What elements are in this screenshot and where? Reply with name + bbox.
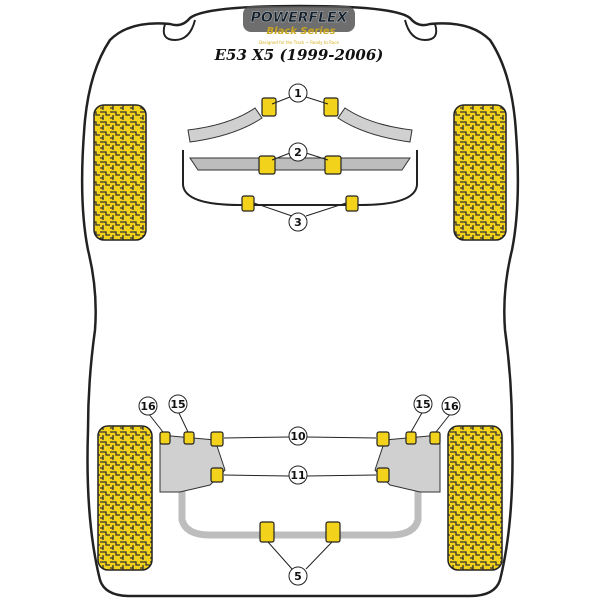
leader-lines — [147, 96, 452, 570]
svg-text:16: 16 — [443, 400, 459, 413]
callout-15-left: 15 — [168, 394, 188, 414]
front-left-tyre — [93, 104, 147, 241]
logo-brand: POWERFLEX — [251, 10, 349, 26]
rear-right-tyre — [447, 425, 503, 571]
rear-left-tyre — [97, 425, 153, 571]
page-title: E53 X5 (1999-2006) — [214, 46, 384, 64]
svg-text:15: 15 — [415, 398, 430, 411]
bush-3-right — [345, 195, 359, 212]
svg-text:10: 10 — [290, 430, 306, 443]
callout-15-right: 15 — [413, 394, 433, 414]
svg-text:11: 11 — [290, 469, 305, 482]
bushes — [159, 97, 441, 543]
callout-2: 2 — [288, 142, 308, 162]
svg-text:2: 2 — [294, 146, 302, 159]
front-left-arm — [187, 107, 263, 143]
svg-text:1: 1 — [294, 87, 302, 100]
callout-1: 1 — [288, 83, 308, 103]
powerflex-logo: POWERFLEX Black Series Designed for the … — [243, 6, 355, 45]
mirror-left — [162, 19, 196, 42]
bush-3-left — [241, 195, 255, 212]
rear-anti-roll-bar — [178, 490, 422, 539]
front-anti-roll-bar — [182, 150, 418, 206]
callout-11: 11 — [288, 465, 308, 485]
callout-16-left: 16 — [138, 396, 158, 416]
svg-text:16: 16 — [140, 400, 156, 413]
logo-tagline: Designed for the Track ~ Ready to Race — [259, 40, 339, 45]
bush-1-left — [261, 97, 277, 117]
mirror-right — [404, 19, 438, 42]
front-right-arm — [337, 107, 413, 143]
svg-text:3: 3 — [294, 216, 302, 229]
bush-2-left — [258, 155, 276, 175]
svg-text:15: 15 — [170, 398, 185, 411]
front-right-tyre — [453, 104, 507, 241]
car-body-outline — [80, 4, 520, 598]
callout-5: 5 — [288, 566, 308, 586]
logo-series: Black Series — [267, 26, 336, 37]
callout-10: 10 — [288, 426, 308, 446]
bush-1-right — [323, 97, 339, 117]
bush-2-right — [324, 155, 342, 175]
callout-16-right: 16 — [441, 396, 461, 416]
callout-3: 3 — [288, 212, 308, 232]
svg-text:5: 5 — [294, 570, 302, 583]
